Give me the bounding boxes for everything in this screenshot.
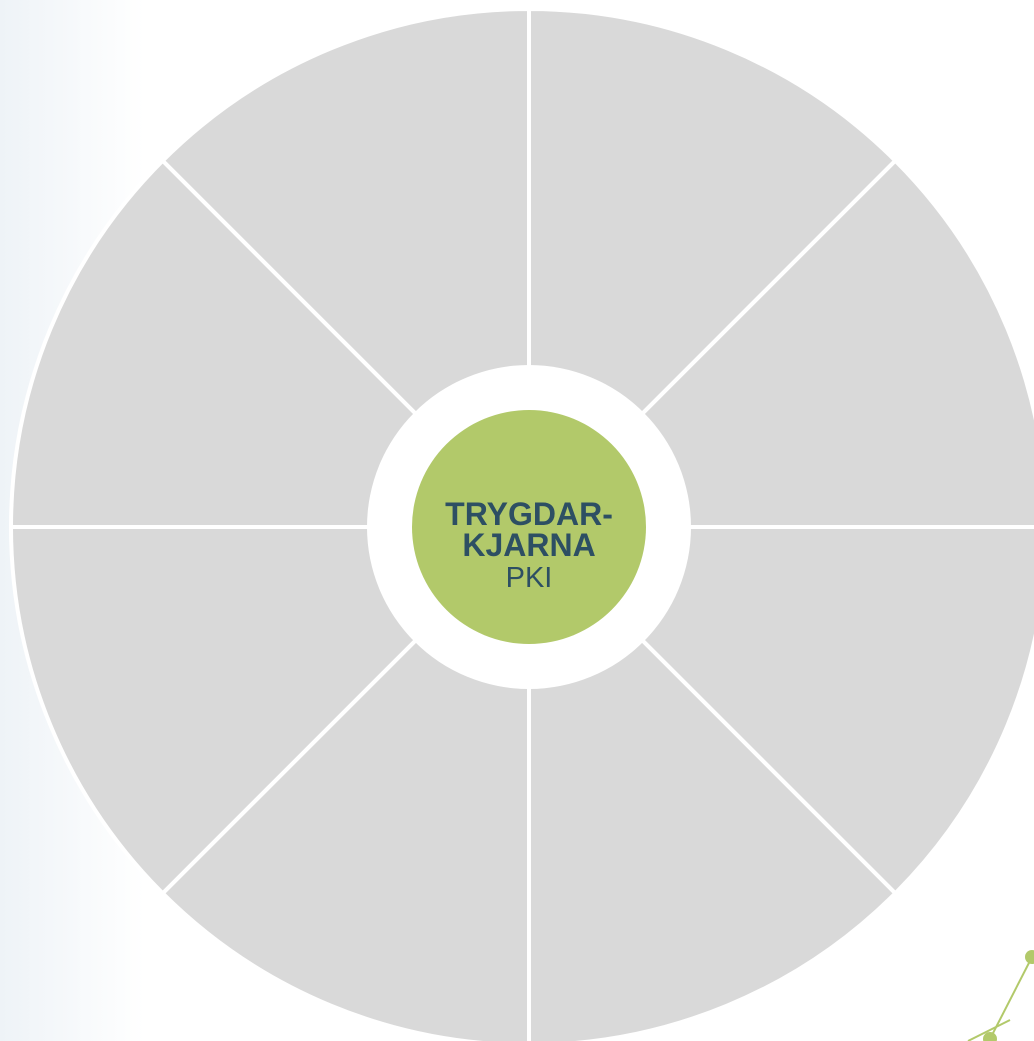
hub-subtitle: PKI [506, 562, 553, 594]
hub-title-line-2: KJARNA [462, 527, 595, 563]
molecule-decoration [968, 950, 1034, 1041]
